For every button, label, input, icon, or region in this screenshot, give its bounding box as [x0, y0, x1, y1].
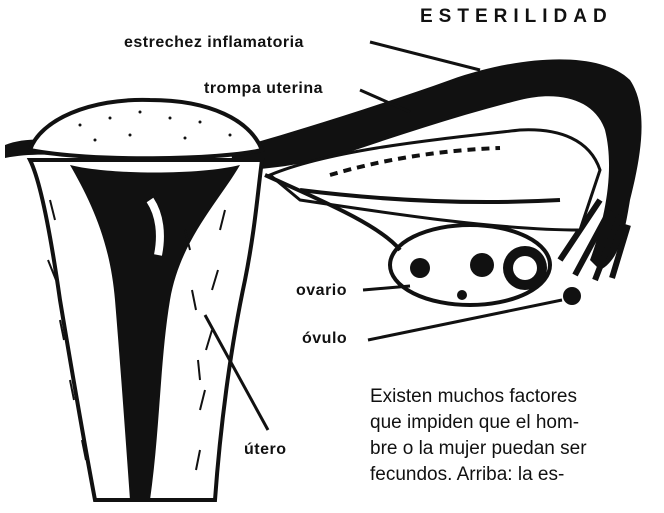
ovum: [563, 287, 581, 305]
leader-estrechez: [370, 42, 480, 70]
page-title: ESTERILIDAD: [420, 6, 613, 28]
caption-line: que impiden que el hom-: [370, 410, 662, 436]
caption-text: Existen muchos factores que impiden que …: [370, 384, 662, 488]
caption-line: Existen muchos factores: [370, 384, 662, 410]
follicle-1: [410, 258, 430, 278]
label-ovulo: óvulo: [302, 330, 347, 348]
label-ovario: ovario: [296, 282, 347, 300]
uterus-fundus: [30, 100, 262, 158]
follicle-3: [457, 290, 467, 300]
follicle-ring-inner: [513, 256, 537, 280]
caption-line: fecundos. Arriba: la es-: [370, 462, 662, 488]
follicle-2: [470, 253, 494, 277]
label-utero: útero: [244, 441, 287, 459]
label-estrechez-inflamatoria: estrechez inflamatoria: [124, 34, 304, 52]
caption-line: bre o la mujer puedan ser: [370, 436, 662, 462]
label-trompa-uterina: trompa uterina: [204, 80, 323, 98]
